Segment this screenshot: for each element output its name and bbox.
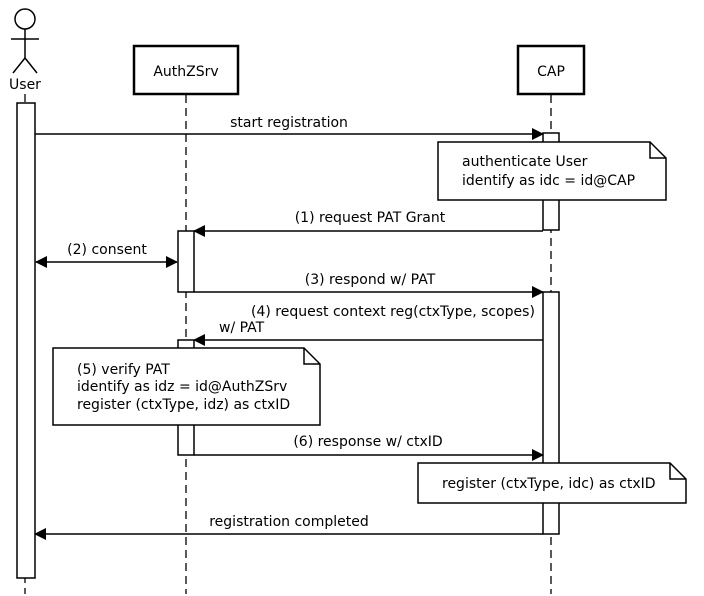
note-authz-verify-line-2: identify as idz = id@AuthZSrv bbox=[77, 379, 287, 395]
note-authz-verify-line-1: (5) verify PAT bbox=[77, 362, 170, 378]
authz-participant-box bbox=[132, 44, 240, 96]
user-actor-icon bbox=[11, 8, 39, 74]
authz-activation-1 bbox=[177, 230, 195, 293]
msg-start-registration-label: start registration bbox=[230, 115, 348, 131]
msg-response-ctxid-label: (6) response w/ ctxID bbox=[293, 434, 442, 450]
msg-request-pat-grant-label: (1) request PAT Grant bbox=[295, 210, 446, 226]
note-authz-verify: (5) verify PAT identify as idz = id@Auth… bbox=[52, 347, 321, 426]
note-cap-auth: authenticate User identify as idc = id@C… bbox=[437, 141, 667, 201]
msg-request-context-label-2: w/ PAT bbox=[219, 320, 265, 336]
cap-participant-box bbox=[516, 44, 586, 96]
user-actor-label: User bbox=[9, 77, 41, 93]
msg-respond-pat-label: (3) respond w/ PAT bbox=[305, 272, 436, 288]
note-authz-verify-line-3: register (ctxType, idz) as ctxID bbox=[77, 397, 290, 413]
msg-consent-label: (2) consent bbox=[67, 242, 147, 258]
note-cap-register: register (ctxType, idc) as ctxID bbox=[417, 462, 687, 504]
authz-participant-label: AuthZSrv bbox=[153, 64, 218, 80]
user-activation bbox=[16, 102, 36, 579]
msg-request-context-label-1: (4) request context reg(ctxType, scopes) bbox=[251, 304, 535, 320]
note-cap-register-line-1: register (ctxType, idc) as ctxID bbox=[442, 476, 656, 492]
note-cap-auth-line-2: identify as idc = id@CAP bbox=[462, 173, 635, 189]
msg-registration-completed-label: registration completed bbox=[209, 514, 369, 530]
cap-participant-label: CAP bbox=[537, 64, 565, 80]
note-cap-auth-line-1: authenticate User bbox=[462, 154, 588, 170]
